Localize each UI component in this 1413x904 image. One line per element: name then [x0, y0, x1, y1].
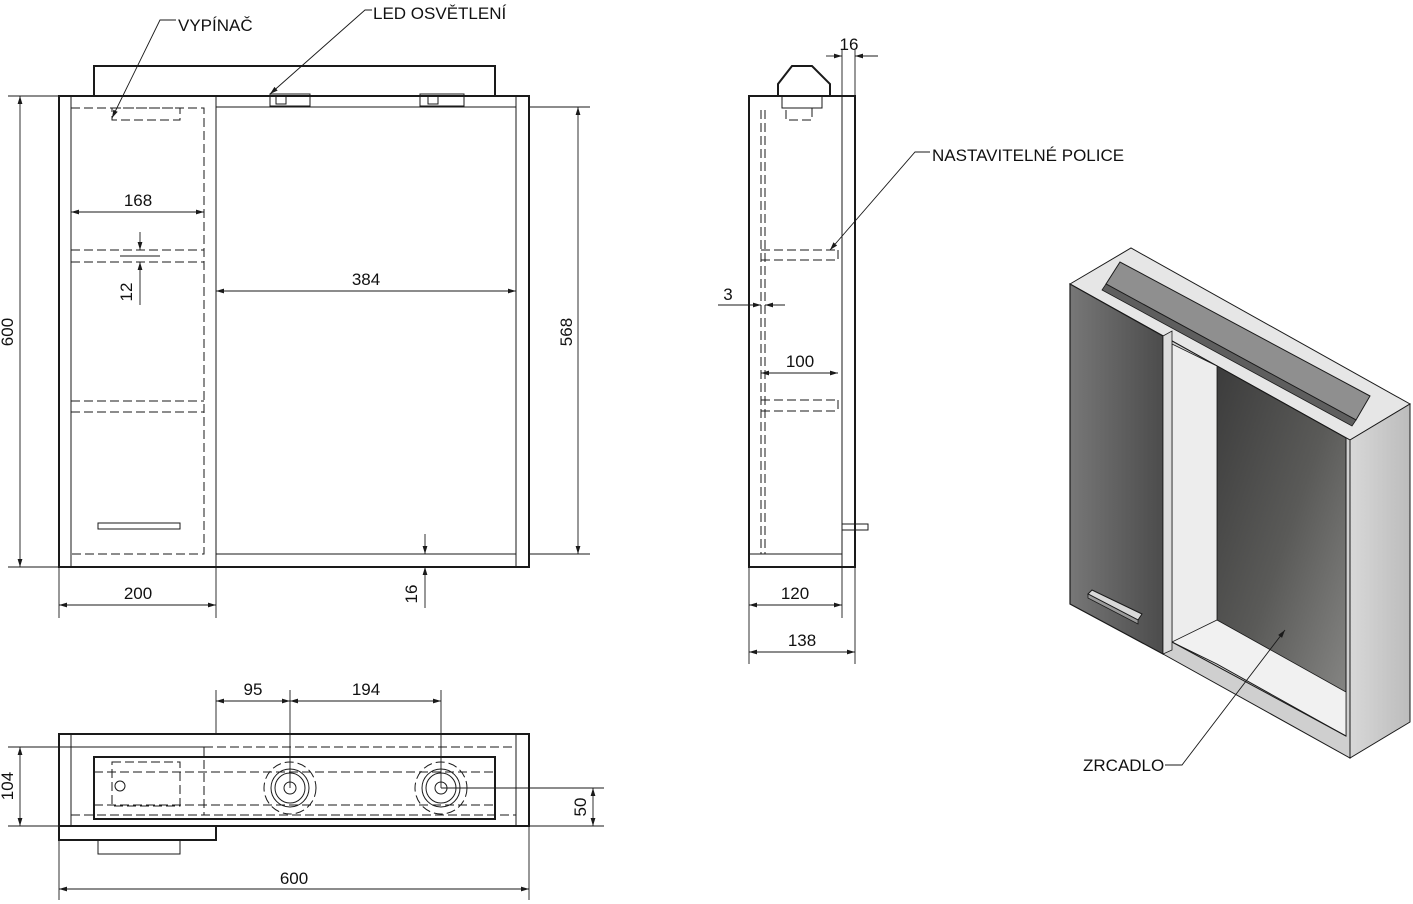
led-light-2 — [419, 93, 465, 107]
label-shelves: NASTAVITELNÉ POLICE — [932, 146, 1124, 165]
door-handle — [97, 522, 181, 530]
top-handle — [97, 839, 181, 855]
top-outline — [58, 733, 530, 827]
dim-shelf-width: 168 — [124, 191, 152, 210]
led-profile-side — [777, 65, 831, 96]
dim-side-inner-depth: 120 — [781, 584, 809, 603]
switch-plan — [111, 761, 181, 807]
dim-bottom-thickness: 16 — [402, 585, 421, 604]
door-3d — [1069, 282, 1164, 656]
hinge — [841, 523, 869, 531]
dim-side-offset: 3 — [723, 285, 732, 304]
switch-shape — [111, 107, 181, 121]
dim-side-total-depth: 138 — [788, 631, 816, 650]
cabinet-outline — [58, 95, 530, 568]
led-light-1 — [269, 93, 311, 107]
label-led: LED OSVĚTLENÍ — [373, 4, 506, 23]
dim-top-light-pos: 50 — [571, 798, 590, 817]
top-view: 95 194 104 50 600 — [0, 680, 604, 900]
dim-shelf-depth: 100 — [786, 352, 814, 371]
dim-front-height: 600 — [0, 318, 17, 346]
side-view: 16 NASTAVITELNÉ POLICE 3 100 120 138 — [718, 35, 1124, 664]
led-bar-top — [93, 65, 496, 97]
dim-light-offset-95: 95 — [244, 680, 263, 699]
dim-inner-height: 568 — [557, 318, 576, 346]
dim-light-offset-194: 194 — [352, 680, 380, 699]
label-mirror: ZRCADLO — [1083, 756, 1164, 775]
front-view: VYPÍNAČ LED OSVĚTLENÍ 600 168 12 384 568… — [0, 4, 590, 618]
label-switch: VYPÍNAČ — [178, 16, 253, 35]
dim-shelf-thickness: 12 — [117, 283, 136, 302]
isometric-view: ZRCADLO — [1068, 247, 1411, 775]
dim-mirror-width: 384 — [352, 270, 380, 289]
dim-left-width: 200 — [124, 584, 152, 603]
left-compartment-hidden — [70, 107, 205, 555]
dim-side-top: 16 — [840, 35, 859, 54]
dim-top-width: 600 — [280, 869, 308, 888]
dim-top-depth: 104 — [0, 772, 17, 800]
